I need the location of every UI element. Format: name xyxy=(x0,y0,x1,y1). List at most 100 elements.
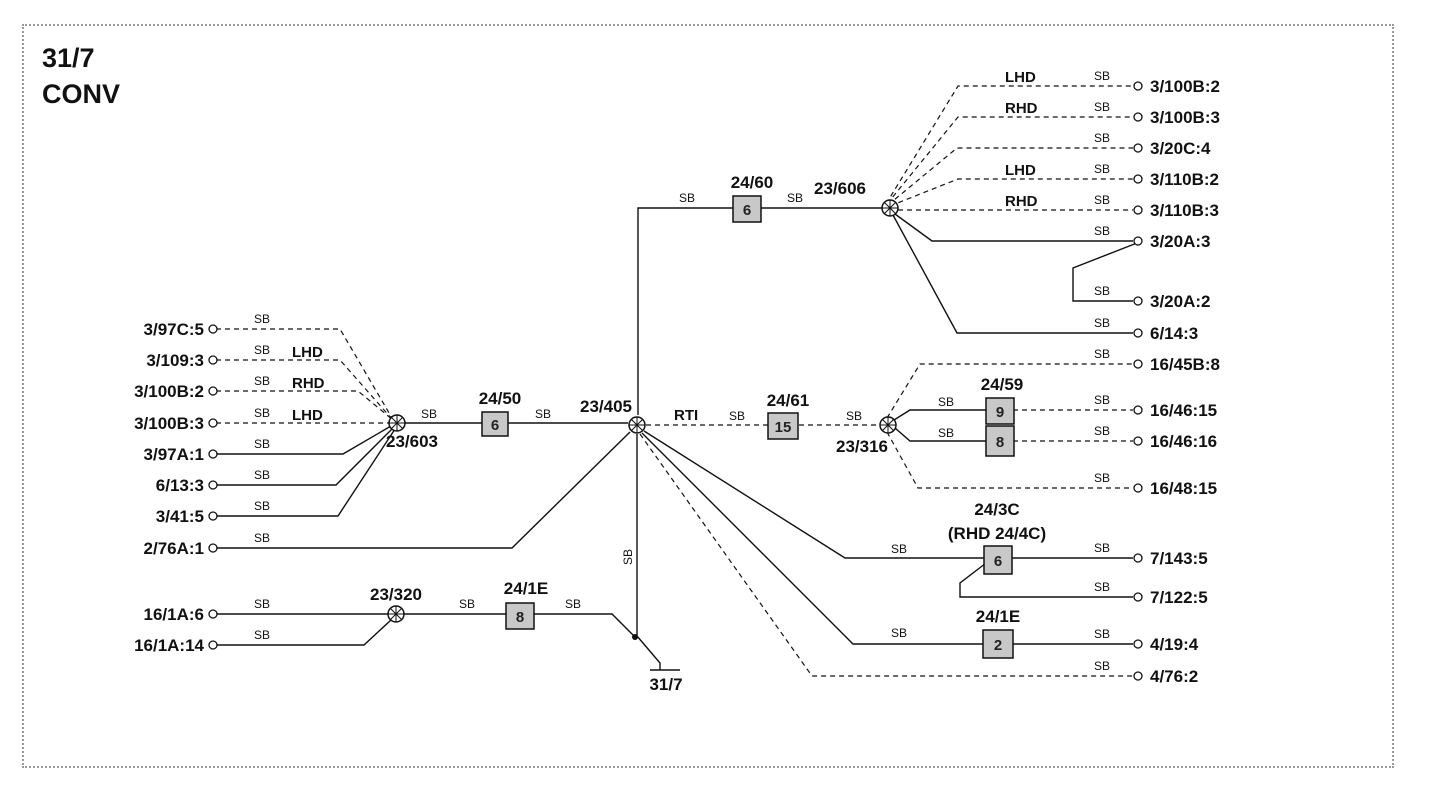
diagram-title: 31/7 CONV xyxy=(42,40,120,112)
connector-pin-c6133 xyxy=(208,480,218,490)
connector-pin-c1093 xyxy=(208,355,218,365)
wire-color-internal-6: SB xyxy=(938,395,954,409)
node-label-n320: 23/320 xyxy=(370,585,422,604)
fuse-number-f2459a: 9 xyxy=(996,404,1004,421)
connector-label-r71225: 7/122:5 xyxy=(1150,588,1208,607)
wire-405-241e xyxy=(641,432,1133,645)
wire-color-internal-8: SB xyxy=(459,597,475,611)
wire-color-r164616: SB xyxy=(1094,424,1110,438)
connector-pin-c276a1 xyxy=(208,543,218,553)
wire-color-c100b3: SB xyxy=(254,406,270,420)
diagram-frame xyxy=(22,24,1394,768)
fuse-f2450 xyxy=(481,411,509,437)
connector-label-r20a2: 3/20A:2 xyxy=(1150,292,1210,311)
wire-161a14 xyxy=(216,619,392,646)
variant-c1093: LHD xyxy=(292,344,323,361)
wire-276a1 xyxy=(216,431,631,549)
fuse-f2461 xyxy=(767,412,799,440)
wire-r110b2 xyxy=(889,178,1133,207)
fuse-block-f243c: 24/3C xyxy=(974,500,1019,519)
connector-label-c161a14: 16/1A:14 xyxy=(134,636,204,655)
connector-pin-r4762 xyxy=(1133,671,1143,681)
fuse-block-f2450: 24/50 xyxy=(479,389,522,408)
fuse-block-f241e_left: 24/1E xyxy=(504,579,548,598)
wire-color-c6133: SB xyxy=(254,468,270,482)
wire-color-r4762: SB xyxy=(1094,659,1110,673)
node-label-n316: 23/316 xyxy=(836,437,888,456)
fuse-number-f2459b: 8 xyxy=(996,434,1004,451)
wire-97a1 xyxy=(216,425,392,455)
connector-label-c100b2: 3/100B:2 xyxy=(134,382,204,401)
connector-pin-c397c5 xyxy=(208,324,218,334)
title-variant: CONV xyxy=(42,79,121,109)
connector-label-r1645b8: 16/45B:8 xyxy=(1150,355,1220,374)
wire-color-c1093: SB xyxy=(254,343,270,357)
wire-color-c276a1: SB xyxy=(254,531,270,545)
wire-color-r20a3: SB xyxy=(1094,224,1110,238)
wire-color-r110b3: SB xyxy=(1094,193,1110,207)
wire-color-r110b2: SB xyxy=(1094,162,1110,176)
wire-color-r1645b8: SB xyxy=(1094,347,1110,361)
ground-symbol xyxy=(636,635,680,671)
connector-pin-r164815 xyxy=(1133,483,1143,493)
wire-color-r20a2: SB xyxy=(1094,284,1110,298)
connector-label-c397c5: 3/97C:5 xyxy=(144,320,204,339)
labels-layer: 23/60323/40523/60623/31623/320624/50624/… xyxy=(134,69,1220,694)
wire-color-c161a14: SB xyxy=(254,628,270,642)
connector-label-c6133: 6/13:3 xyxy=(156,476,204,495)
wire-3415 xyxy=(216,428,396,517)
connector-label-c161a6: 16/1A:6 xyxy=(144,605,204,624)
wire-color-r71225: SB xyxy=(1094,580,1110,594)
connector-pin-c100b3 xyxy=(208,418,218,428)
wire-color-r100b3: SB xyxy=(1094,100,1110,114)
wire-color-r20c4: SB xyxy=(1094,131,1110,145)
wire-405-606 xyxy=(637,207,883,415)
wire-r6143 xyxy=(892,214,1133,334)
splice-cross-n606 xyxy=(882,200,898,216)
connector-pin-c3415 xyxy=(208,511,218,521)
wire-color-c397c5: SB xyxy=(254,312,270,326)
wire-layer xyxy=(216,85,1138,677)
wire-6133 xyxy=(216,427,394,486)
wire-r20c4 xyxy=(887,147,1133,206)
fuse-f2459a xyxy=(985,397,1015,425)
fuse-block-f2459a: 24/59 xyxy=(981,375,1024,394)
wire-r1645b8 xyxy=(886,363,1133,419)
connector-label-r110b2: 3/110B:2 xyxy=(1150,170,1219,189)
connector-label-r71435: 7/143:5 xyxy=(1150,549,1208,568)
fuse-number-f241e_left: 8 xyxy=(516,609,524,626)
splice-cross-n405 xyxy=(629,417,645,433)
connector-pin-c161a6 xyxy=(208,609,218,619)
splice-cross-n320 xyxy=(388,606,404,622)
fuse-f2459b xyxy=(985,425,1015,457)
fuse-block-f2460: 24/60 xyxy=(731,173,774,192)
fuse-f243c xyxy=(983,545,1013,575)
fuse-f241e_left xyxy=(505,602,535,630)
connector-label-r20a3: 3/20A:3 xyxy=(1150,232,1210,251)
connector-pin-r110b2 xyxy=(1133,174,1143,184)
connector-label-r4762: 4/76:2 xyxy=(1150,667,1198,686)
connector-label-c1093: 3/109:3 xyxy=(146,351,204,370)
connector-pin-c161a14 xyxy=(208,640,218,650)
connector-label-r164615: 16/46:15 xyxy=(1150,401,1217,420)
fuse-number-f241e_top: 2 xyxy=(994,637,1002,654)
ground-junction xyxy=(632,634,638,640)
wire-color-ground: SB xyxy=(621,549,635,565)
fuse-block-f241e_top: 24/1E xyxy=(976,607,1020,626)
wire-r164815 xyxy=(886,431,1133,489)
wire-316-2459a xyxy=(893,409,986,421)
variant-r110b2: LHD xyxy=(1005,162,1036,179)
wire-405-4762 xyxy=(639,433,1133,677)
connector-label-r110b3: 3/110B:3 xyxy=(1150,201,1219,220)
title-ground-id: 31/7 xyxy=(42,43,95,73)
fuse-number-f243c: 6 xyxy=(994,553,1002,570)
fuse-block-f2461: 24/61 xyxy=(767,391,810,410)
wire-color-internal-3: SB xyxy=(787,191,803,205)
connector-label-r100b2: 3/100B:2 xyxy=(1150,77,1220,96)
rti-label: RTI xyxy=(674,407,698,424)
wire-100b2 xyxy=(216,390,394,421)
wire-color-r6143: SB xyxy=(1094,316,1110,330)
variant-r100b2: LHD xyxy=(1005,69,1036,86)
connector-pin-c97a1 xyxy=(208,449,218,459)
wire-397c5 xyxy=(216,328,393,419)
